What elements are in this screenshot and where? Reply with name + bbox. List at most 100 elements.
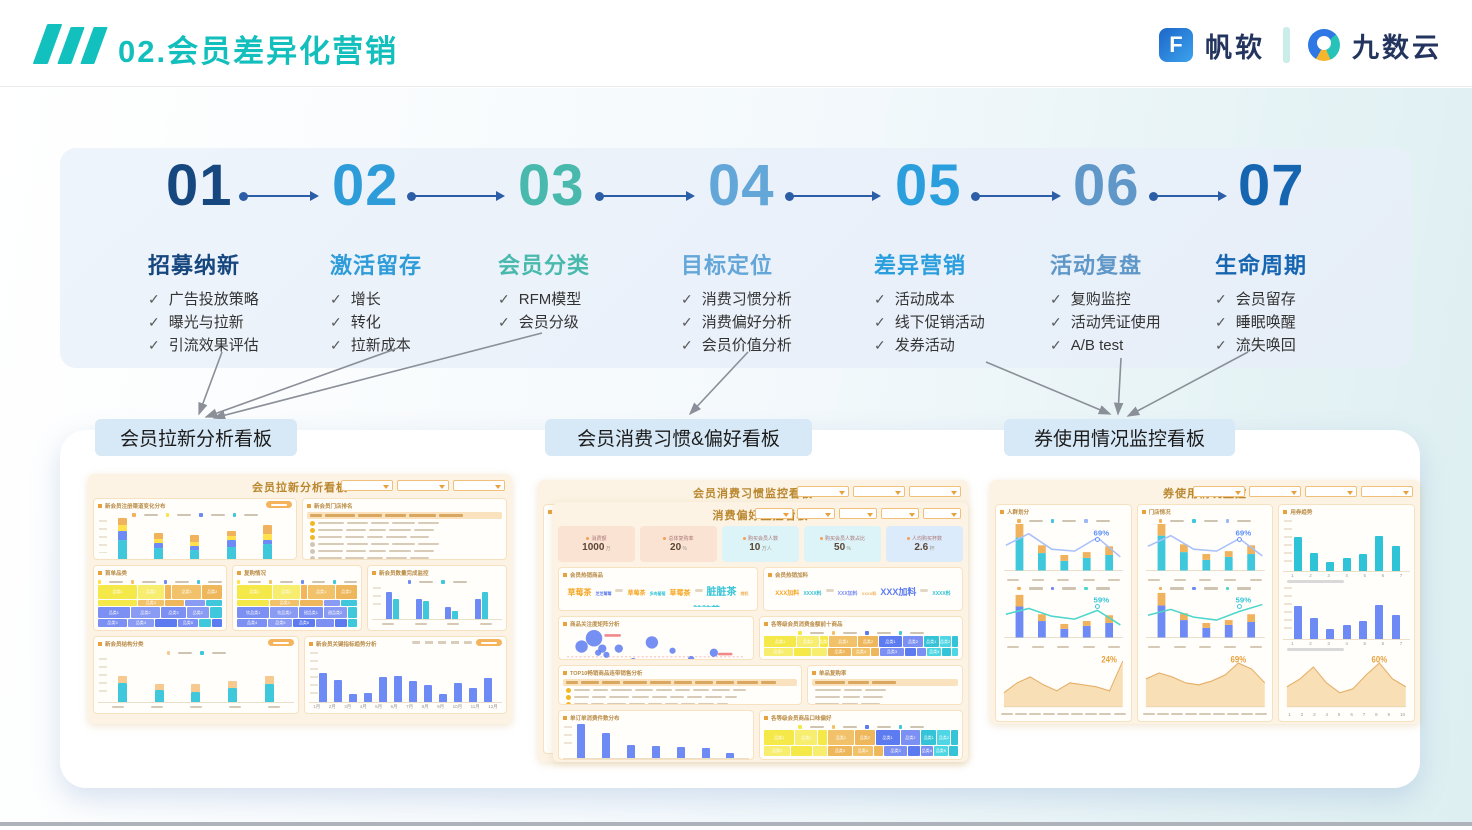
title-slashes-icon	[30, 24, 120, 66]
panel-store-ranking-table: 新会员门店排名	[302, 498, 507, 560]
tab-pill[interactable]	[268, 639, 294, 646]
process-steps-panel: 01 02 03 04 05 06 07 招募纳新 ✓广告投放策略✓曝光与拉新✓…	[60, 148, 1412, 368]
step-column: 激活留存 ✓增长 ✓转化 ✓拉新成本	[330, 248, 505, 357]
mini-chart: 69%	[1000, 518, 1127, 583]
panel-items-per-order-bars: 单订单消费件数分布 一件两件三件四件五件六件六件以上	[558, 710, 754, 760]
checklist-item: ✓睡眠唤醒	[1215, 314, 1296, 331]
checklist-item: ✓增长	[330, 291, 381, 308]
dashboard-coupon-monitor: 券使用情况监控 人群划分 69%59%24% 门店情况 69%59%69%	[990, 480, 1420, 724]
step-column: 生命周期 ✓会员留存✓睡眠唤醒✓流失唤回	[1215, 248, 1390, 357]
step-arrow-icon	[1149, 190, 1227, 201]
filter-select[interactable]	[853, 486, 905, 497]
panel-channel-stacked-bars: 新会员注册渠道变化分布	[93, 498, 297, 560]
step-title: 差异营销	[874, 253, 967, 278]
filter-select[interactable]	[1249, 486, 1301, 497]
flow-label-preference: 会员消费习惯&偏好看板	[545, 419, 812, 456]
filter-select[interactable]	[797, 508, 835, 519]
filter-select[interactable]	[397, 480, 449, 491]
step-column: 差异营销 ✓活动成本✓线下促销活动✓发券活动	[874, 248, 1049, 357]
panel-sku-repurchase-table: 单品复购率	[806, 665, 963, 705]
panel-top10-linked-sales-table: TOP10畅销商品连带销售分析	[558, 665, 802, 705]
mini-chart: 59%	[1000, 585, 1127, 650]
brand-area: F 帆软 九数云	[1159, 24, 1442, 66]
svg-text:24%: 24%	[1101, 653, 1117, 664]
page-title: 02.会员差异化营销	[118, 34, 399, 69]
svg-text:69%: 69%	[1235, 529, 1251, 538]
checklist-item: ✓拉新成本	[330, 337, 411, 354]
step-arrow-icon	[407, 190, 505, 201]
flow-label-coupon: 券使用情况监控看板	[1004, 419, 1235, 456]
filter-select[interactable]	[1193, 486, 1245, 497]
mini-chart: 24%	[1000, 653, 1127, 718]
filter-select[interactable]	[755, 508, 793, 519]
panel-hot-products-wordcloud: 会员热销商品 草莓茶芝芝莓莓草莓茶多肉葡萄草莓茶脏脏茶烤奶芝芝莓莓多肉葡萄草莓茶…	[558, 567, 758, 611]
step-number: 07	[1238, 153, 1305, 218]
step-number: 03	[518, 153, 585, 218]
checklist-item: ✓复购监控	[1050, 291, 1131, 308]
step-arrow-icon	[595, 190, 695, 201]
step-title: 激活留存	[330, 253, 423, 278]
panel-hot-toppings-wordcloud: 会员热销加料 XXX加料XXXX料XXX加料XXXX料XXX加料XXXX料XXX…	[763, 567, 963, 611]
filter-select[interactable]	[881, 508, 919, 519]
tab-pill[interactable]	[476, 639, 502, 646]
checklist-item: ✓线下促销活动	[874, 314, 985, 331]
svg-text:59%: 59%	[1235, 596, 1251, 605]
step-column: 目标定位 ✓消费习惯分析✓消费偏好分析✓会员价值分析	[681, 248, 856, 357]
panel-store-situation: 门店情况 69%59%69%	[1136, 504, 1274, 722]
slide-bottom-bar	[0, 822, 1472, 826]
step-number: 04	[708, 153, 775, 218]
filter-select[interactable]	[839, 508, 877, 519]
jiushuyun-logo-text: 九数云	[1352, 32, 1442, 63]
step-arrow-icon	[785, 190, 881, 201]
filter-select[interactable]	[341, 480, 393, 491]
filter-select[interactable]	[1305, 486, 1357, 497]
svg-text:60%: 60%	[1372, 653, 1388, 664]
brand-divider	[1283, 27, 1290, 63]
panel-crowd-segment: 人群划分 69%59%24%	[995, 504, 1132, 722]
svg-text:59%: 59%	[1094, 596, 1110, 605]
filter-select[interactable]	[1361, 486, 1413, 497]
step-column: 活动复盘 ✓复购监控✓活动凭证使用✓A/B test	[1050, 248, 1225, 357]
step-title: 会员分类	[498, 253, 591, 278]
checklist-item: ✓消费偏好分析	[681, 314, 792, 331]
step-number: 05	[895, 153, 962, 218]
panel-structure-stacked-bars: 新会员结构分类	[93, 636, 299, 714]
panel-top10-spend-treemap: 各等级会员消费金额前十商品 品类1品类2品类3品类1品类2品类1品类2品类1品类…	[759, 616, 963, 660]
slide-header: 02.会员差异化营销 F 帆软 九数云	[0, 0, 1472, 87]
step-title: 活动复盘	[1050, 253, 1143, 278]
dashboard-title: 会员拉新分析看板	[252, 482, 348, 494]
step-title: 生命周期	[1215, 253, 1308, 278]
mini-chart: 59%	[1142, 585, 1269, 650]
checklist-item: ✓会员分级	[498, 314, 579, 331]
step-title: 目标定位	[681, 253, 774, 278]
step-title: 招募纳新	[148, 253, 241, 278]
dashboard-acquisition: 会员拉新分析看板 新会员注册渠道变化分布 新会员门店排名	[88, 474, 512, 724]
filter-select[interactable]	[797, 486, 849, 497]
checklist-item: ✓转化	[330, 314, 381, 331]
step-number: 01	[166, 153, 233, 218]
filter-select[interactable]	[909, 486, 961, 497]
mini-chart: 69%	[1142, 518, 1269, 583]
filter-select[interactable]	[453, 480, 505, 491]
fanruan-logo-text: 帆软	[1205, 32, 1265, 63]
flow-label-acquisition: 会员拉新分析看板	[95, 419, 297, 456]
mini-chart: 69%	[1142, 653, 1269, 718]
tab-pill[interactable]	[266, 501, 292, 508]
tab-strip[interactable]	[412, 641, 472, 644]
panel-attention-bubble-matrix: 商品关注度矩阵分析 24681012141618	[558, 616, 754, 660]
fanruan-logo-icon: F	[1159, 28, 1193, 62]
filter-select[interactable]	[923, 508, 961, 519]
step-column: 会员分类 ✓RFM模型✓会员分级	[498, 248, 673, 334]
checklist-item: ✓发券活动	[874, 337, 955, 354]
